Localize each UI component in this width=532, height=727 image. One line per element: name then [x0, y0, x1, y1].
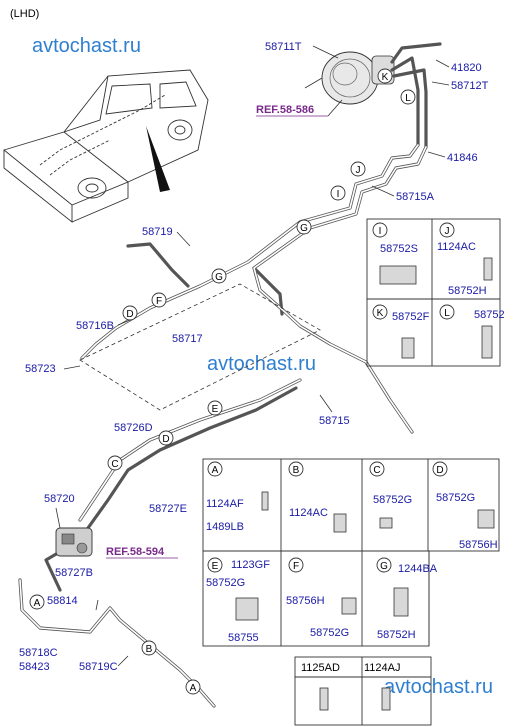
pointer-wedge [146, 126, 170, 192]
detail-c-58752G: 58752G [373, 494, 412, 506]
svg-text:A: A [212, 465, 219, 476]
truck-outline [3, 69, 209, 223]
label-58712T: 58712T [451, 80, 489, 92]
detail-a-1124AF: 1124AF [206, 498, 244, 510]
bolt-icon-1125AD [319, 687, 329, 711]
label-58723: 58723 [25, 363, 56, 375]
detail-f-58752G: 58752G [310, 627, 349, 639]
svg-text:L: L [444, 308, 450, 319]
label-58720: 58720 [44, 493, 75, 505]
callout-i: I [337, 189, 340, 200]
detail-grid-upper: I 58752S J 1124AC 58752H K 58752F L 5875… [366, 218, 505, 367]
label-58715: 58715 [319, 415, 350, 427]
svg-text:E: E [212, 561, 219, 572]
label-58726D: 58726D [114, 422, 153, 434]
svg-text:I: I [379, 226, 382, 237]
detail-l-58752: 58752 [474, 309, 505, 321]
label-58423: 58423 [19, 661, 50, 673]
clamp-e [235, 597, 259, 621]
label-41846: 41846 [447, 152, 478, 164]
detail-g-1244BA: 1244BA [398, 563, 438, 575]
brake-pipes [18, 42, 442, 708]
detail-d-58752G: 58752G [436, 492, 475, 504]
callout-g-upper: G [300, 223, 308, 234]
clip-f [341, 597, 357, 615]
detail-d-58756H: 58756H [459, 539, 498, 551]
bolt-1124AJ: 1124AJ [364, 662, 401, 674]
detail-b-1124AC: 1124AC [289, 507, 328, 519]
callout-l: L [405, 93, 411, 104]
watermark-bottom: avtochast.ru [384, 676, 493, 698]
bolt-a [261, 491, 269, 511]
bolt-1125AD: 1125AD [301, 662, 340, 674]
frame-outline [79, 283, 321, 411]
callout-b: B [146, 644, 153, 655]
label-58716B: 58716B [76, 320, 114, 332]
callout-a-left: A [34, 598, 41, 609]
svg-text:C: C [373, 465, 380, 476]
watermark-top: avtochast.ru [32, 35, 141, 57]
clip-i [379, 265, 417, 285]
part-labels: 58711T 41820 58712T 41846 58715A 58719 5… [19, 41, 489, 673]
clip-c [379, 517, 393, 529]
ref-58-594[interactable]: REF.58-594 [106, 546, 165, 558]
callout-f: F [156, 296, 162, 307]
label-58717: 58717 [172, 333, 203, 345]
callout-markers: K L J I G G F D E D C A B A [29, 68, 416, 695]
callout-d-upper: D [126, 309, 133, 320]
bolt-icon-1124AJ [381, 687, 391, 711]
label-58715A: 58715A [396, 191, 435, 203]
svg-text:B: B [293, 465, 300, 476]
ref-58-586[interactable]: REF.58-586 [256, 104, 314, 116]
callout-a-bottom: A [190, 683, 197, 694]
label-58711T: 58711T [265, 41, 302, 53]
label-58814: 58814 [47, 595, 78, 607]
detail-j-1124AC: 1124AC [437, 241, 476, 253]
watermark-middle: avtochast.ru [207, 353, 316, 375]
label-41820: 41820 [451, 62, 482, 74]
detail-k-58752F: 58752F [392, 311, 430, 323]
lhd-label: (LHD) [10, 8, 39, 20]
clip-k [401, 337, 415, 359]
label-58719: 58719 [142, 226, 173, 238]
label-58727B: 58727B [55, 567, 93, 579]
detail-i-58752S: 58752S [380, 243, 418, 255]
detail-g-58752H: 58752H [377, 629, 416, 641]
callout-d-lower: D [162, 434, 169, 445]
detail-f-58756H: 58756H [286, 595, 325, 607]
detail-e-58752G: 58752G [206, 577, 245, 589]
svg-text:G: G [380, 561, 388, 572]
clip-g [393, 587, 409, 617]
bolt-table: 1125AD 1124AJ [294, 656, 432, 726]
detail-grid-lower: A 1124AF 1489LB B 1124AC C 58752G D 5875… [202, 458, 500, 647]
detail-j-58752H: 58752H [448, 285, 487, 297]
svg-text:D: D [436, 465, 443, 476]
leader-lines [55, 45, 450, 667]
label-58719C: 58719C [79, 661, 118, 673]
label-58718C: 58718C [19, 647, 58, 659]
svg-text:F: F [293, 561, 299, 572]
svg-text:J: J [445, 226, 450, 237]
label-58727E: 58727E [149, 503, 187, 515]
clip-j [483, 257, 493, 281]
clip-l [481, 325, 493, 359]
svg-text:K: K [377, 308, 384, 319]
detail-e-58755: 58755 [228, 632, 259, 644]
callout-j: J [356, 165, 361, 176]
abs-modulator [55, 527, 93, 557]
callout-k: K [382, 72, 389, 83]
callout-c: C [111, 459, 118, 470]
callout-g-lower: G [215, 272, 223, 283]
detail-a-1489LB: 1489LB [206, 521, 244, 533]
detail-e-1123GF: 1123GF [231, 559, 270, 571]
clip-b [333, 513, 347, 533]
clip-d [477, 509, 495, 529]
callout-e: E [212, 404, 219, 415]
